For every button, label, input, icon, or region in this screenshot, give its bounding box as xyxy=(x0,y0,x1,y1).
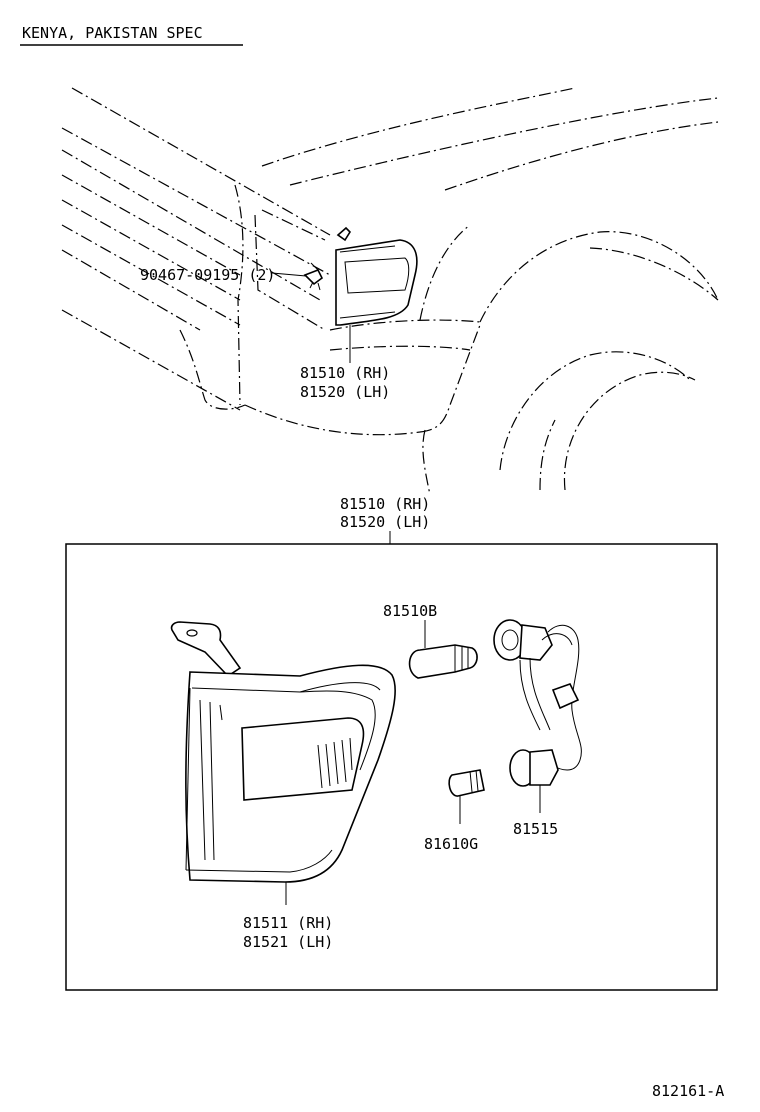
bulb-large-label: 81510B xyxy=(383,602,437,620)
socket-label: 81515 xyxy=(513,820,558,838)
bulb-small-icon xyxy=(448,769,485,797)
lens-rh-label: 81511 (RH) xyxy=(243,914,333,932)
clip-leader xyxy=(271,272,307,277)
bulb-large-icon xyxy=(408,644,478,679)
spec-label: KENYA, PAKISTAN SPEC xyxy=(22,24,203,42)
clip-part-label: 90467-09195 (2) xyxy=(140,266,275,284)
assembly-lh-label: 81520 (LH) xyxy=(340,513,430,531)
overview-lamp-lh-label: 81520 (LH) xyxy=(300,383,390,401)
clip-icon xyxy=(303,262,324,291)
assembly-rh-label: 81510 (RH) xyxy=(340,495,430,513)
lens-lh-label: 81521 (LH) xyxy=(243,933,333,951)
lamp-lens xyxy=(170,621,396,905)
socket-harness-icon xyxy=(493,619,582,787)
vehicle-front-outline xyxy=(61,87,719,496)
assembly-frame xyxy=(65,543,718,991)
overview-corner-lamp xyxy=(335,226,418,326)
diagram-code: 812161-A xyxy=(652,1082,724,1100)
overview-lamp-rh-label: 81510 (RH) xyxy=(300,364,390,382)
bulb-small-label: 81610G xyxy=(424,835,478,853)
